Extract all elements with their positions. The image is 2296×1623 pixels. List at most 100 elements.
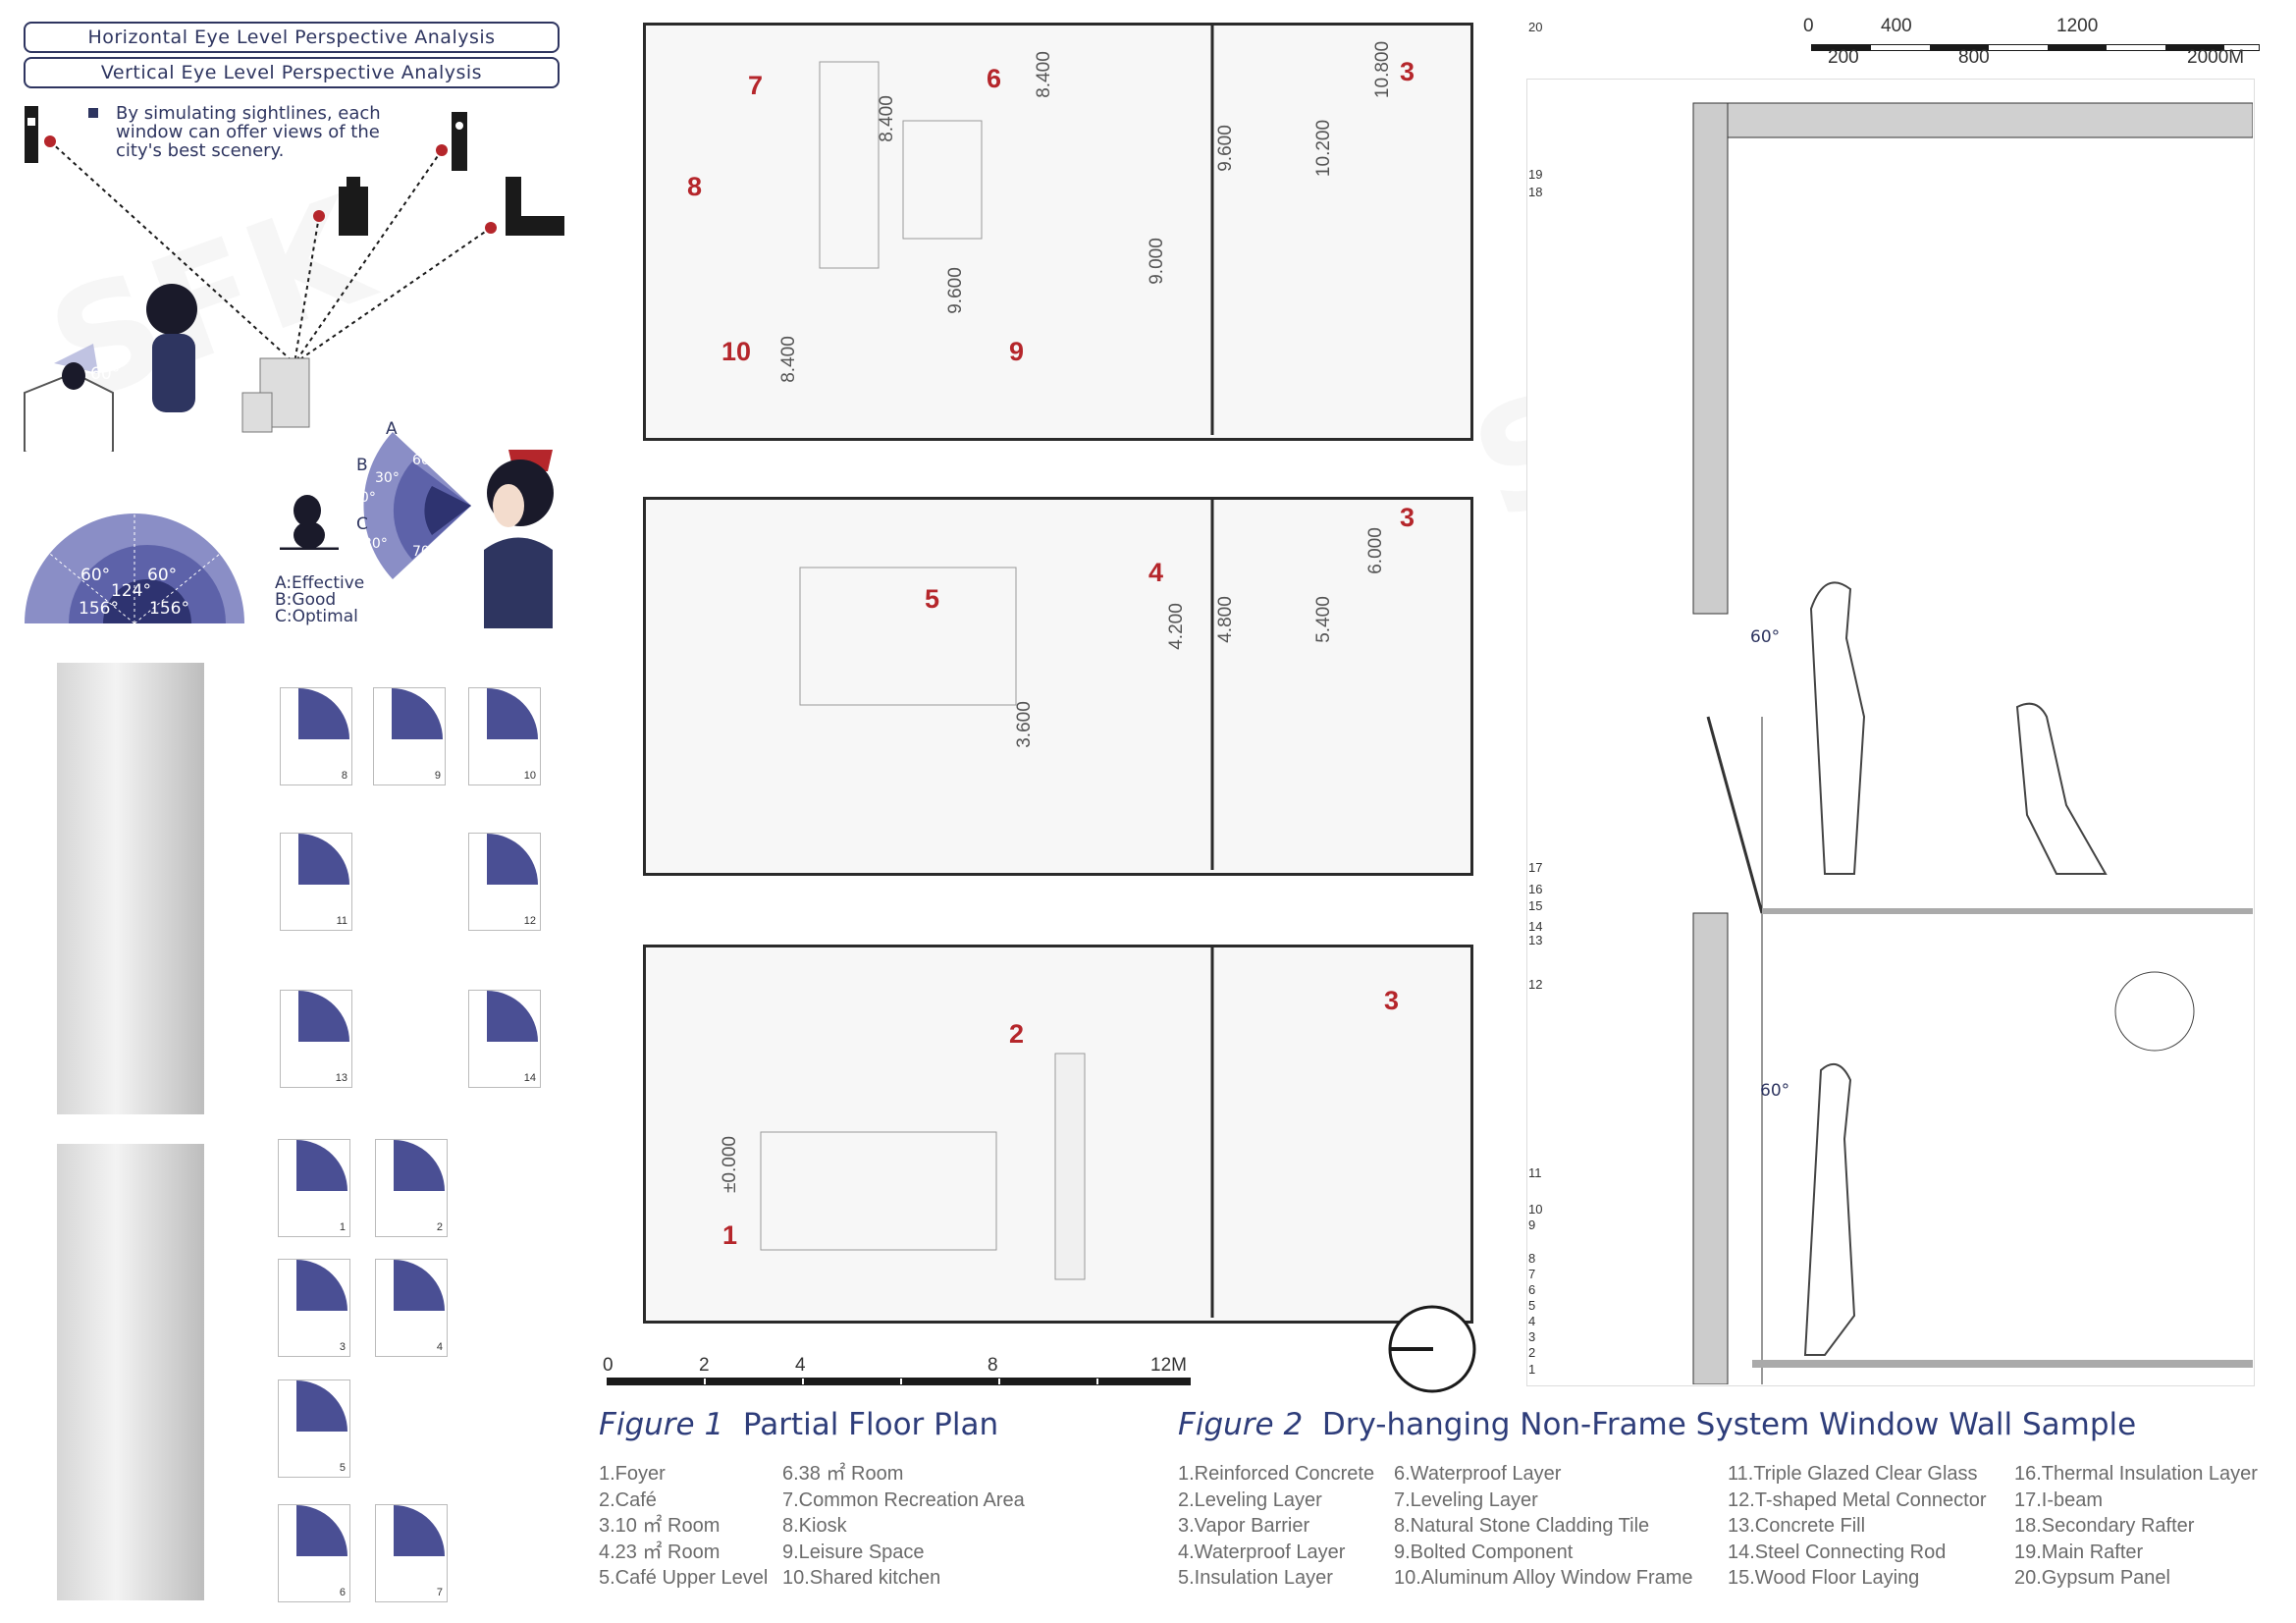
- dim-label: ±0.000: [719, 1136, 740, 1193]
- figure-2-title: Dry-hanging Non-Frame System Window Wall…: [1321, 1407, 2137, 1442]
- plan-linework: [760, 23, 1214, 1318]
- plan-scale-label: 8: [988, 1355, 998, 1376]
- window-thumbnail: 8: [280, 687, 352, 785]
- layer-number: 13: [1528, 933, 1543, 947]
- plan-scale-label: 0: [603, 1355, 614, 1376]
- layer-number: 1: [1528, 1362, 1536, 1377]
- dim-label: 6.000: [1364, 527, 1386, 574]
- layer-number: 16: [1528, 882, 1543, 896]
- plan-scale-bar: [607, 1378, 1191, 1385]
- cat-icon: [280, 495, 339, 550]
- dim-label: 9.000: [1146, 238, 1167, 285]
- room-label-9: 9: [1009, 337, 1025, 366]
- dim-label: 10.200: [1313, 119, 1335, 178]
- window-thumbnail: 14: [468, 990, 541, 1088]
- dim-label: 5.400: [1312, 596, 1334, 643]
- dim-label: 4.800: [1214, 596, 1236, 643]
- view-fan: [296, 1260, 347, 1311]
- room-label-6: 6: [987, 64, 1002, 93]
- vfan-label-30b: 30°: [363, 536, 388, 552]
- section-scale-top: 400: [1881, 16, 1912, 36]
- room-label-1: 1: [722, 1220, 738, 1250]
- window-thumbnail: 7: [375, 1504, 448, 1602]
- figure-1-number: Figure 1: [599, 1407, 724, 1442]
- big-ben-icon: [506, 177, 564, 236]
- figure-2-number: Figure 2: [1178, 1407, 1304, 1442]
- thumbnail-label: 4: [436, 1341, 443, 1353]
- sightline-note: By simulating sightlines, each window ca…: [116, 103, 381, 161]
- view-fan: [394, 1505, 445, 1556]
- thumbnail-label: 11: [336, 915, 347, 927]
- window-thumbnail: 9: [373, 687, 446, 785]
- thumbnail-label: 12: [523, 915, 536, 927]
- thumbnail-label: 5: [339, 1462, 346, 1474]
- figure-1-title: Partial Floor Plan: [742, 1407, 999, 1442]
- fan-label-small: 60°: [90, 364, 121, 384]
- dim-label: 8.400: [777, 336, 799, 383]
- section-scale-top: 1200: [2056, 16, 2099, 36]
- view-fan: [487, 991, 538, 1042]
- plan-scale-label: 2: [699, 1355, 710, 1376]
- view-fan: [296, 1505, 347, 1556]
- dim-label: 4.200: [1165, 603, 1187, 650]
- window-thumbnail: 10: [468, 687, 541, 785]
- legend-good: B:Good: [275, 590, 337, 610]
- vfan-label-30a: 30°: [375, 470, 400, 486]
- room-label-8: 8: [687, 172, 703, 201]
- sightline-diagram: [24, 106, 564, 452]
- room-label-3-top: 3: [1400, 57, 1415, 86]
- room-label-7: 7: [748, 71, 764, 100]
- figure-1-caption: Figure 1 Partial Floor Plan: [599, 1407, 998, 1442]
- vfan-label-10: 10°: [351, 490, 376, 506]
- vfan-label-a: A: [386, 419, 398, 439]
- massing-model-upper: [57, 663, 204, 1114]
- view-fan: [394, 1140, 445, 1191]
- floor-plan-top: [643, 23, 1473, 441]
- vertical-fan-diagram: [363, 432, 471, 579]
- view-fan: [296, 1140, 347, 1191]
- window-thumbnail: 13: [280, 990, 352, 1088]
- section-scale-bar: [1811, 44, 2260, 51]
- view-angle-label: 60°: [1760, 1081, 1790, 1101]
- massing-model-lower: [57, 1144, 204, 1600]
- room-label-2: 2: [1009, 1019, 1025, 1049]
- cat-icon: [62, 362, 85, 390]
- room-label-5: 5: [925, 584, 940, 614]
- figure-2-caption: Figure 2 Dry-hanging Non-Frame System Wi…: [1178, 1407, 2136, 1442]
- dim-label: 8.400: [876, 95, 897, 142]
- window-thumbnail: 2: [375, 1139, 448, 1237]
- layer-number: 18: [1528, 185, 1543, 199]
- landmark-tower-icon: [25, 106, 38, 163]
- horizontal-fan-diagram: [25, 514, 244, 624]
- floor-plan-middle: [643, 497, 1473, 876]
- tab-horizontal-analysis[interactable]: Horizontal Eye Level Perspective Analysi…: [24, 22, 560, 53]
- section-linework: [1692, 102, 2253, 1384]
- section-scale-bottom: 200: [1828, 47, 1859, 68]
- girl-portrait: [484, 450, 554, 628]
- window-thumbnail: 5: [278, 1380, 350, 1478]
- view-fan: [298, 834, 349, 885]
- tab-vertical-analysis[interactable]: Vertical Eye Level Perspective Analysis: [24, 57, 560, 88]
- section-scale-top: 0: [1803, 16, 1814, 36]
- vfan-label-b: B: [356, 456, 368, 475]
- view-fan: [298, 688, 349, 739]
- thumbnail-label: 9: [434, 770, 441, 782]
- fan-label-mid: 124°: [111, 581, 151, 601]
- window-thumbnail: 6: [278, 1504, 350, 1602]
- thumbnail-label: 6: [339, 1587, 346, 1598]
- fan-label-a1: 60°: [80, 566, 111, 585]
- view-fan: [296, 1380, 347, 1432]
- dim-label: 3.600: [1013, 701, 1035, 748]
- thumbnail-label: 13: [335, 1072, 347, 1084]
- layer-number: 6: [1528, 1282, 1536, 1297]
- window-thumbnail: 1: [278, 1139, 350, 1237]
- layer-number: 8: [1528, 1251, 1536, 1266]
- layer-number: 12: [1528, 977, 1543, 992]
- dim-label: 8.400: [1033, 51, 1054, 98]
- section-scale-bottom: 800: [1958, 47, 1990, 68]
- vfan-label-c: C: [356, 514, 368, 534]
